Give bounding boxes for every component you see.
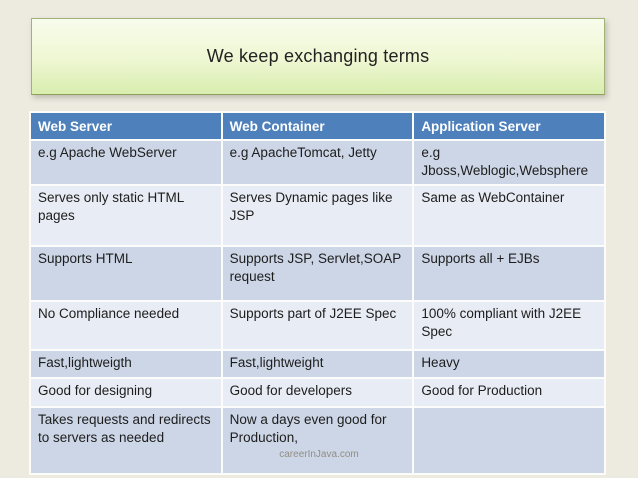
table-row: Serves only static HTML pages Serves Dyn… [31, 186, 604, 245]
table-row: Supports HTML Supports JSP, Servlet,SOAP… [31, 247, 604, 300]
table-cell: Supports part of J2EE Spec [222, 302, 413, 349]
slide-title: We keep exchanging terms [206, 46, 430, 66]
table-cell: Serves only static HTML pages [31, 186, 221, 245]
table-cell: Takes requests and redirects to servers … [31, 408, 221, 473]
table-row: Takes requests and redirects to servers … [31, 408, 604, 473]
comparison-table-container: Web Server Web Container Application Ser… [29, 111, 606, 475]
slide-footer: careerInJava.com [279, 449, 359, 460]
table-cell: Supports all + EJBs [414, 247, 604, 300]
table-cell [414, 408, 604, 473]
comparison-table: Web Server Web Container Application Ser… [29, 111, 606, 475]
table-cell: Fast,lightweigth [31, 351, 221, 377]
table-cell: e.g ApacheTomcat, Jetty [222, 141, 413, 184]
table-row: No Compliance needed Supports part of J2… [31, 302, 604, 349]
table-header-row: Web Server Web Container Application Ser… [31, 113, 604, 139]
table-cell: Good for Production [414, 379, 604, 406]
table-cell: Serves Dynamic pages like JSP [222, 186, 413, 245]
table-cell: Now a days even good for Production, [222, 408, 413, 473]
table-row: Good for designing Good for developers G… [31, 379, 604, 406]
table-row: Fast,lightweigth Fast,lightweight Heavy [31, 351, 604, 377]
column-header-application-server: Application Server [414, 113, 604, 139]
table-cell: Supports JSP, Servlet,SOAP request [222, 247, 413, 300]
table-cell: Good for developers [222, 379, 413, 406]
table-cell: e.g Jboss,Weblogic,Websphere [414, 141, 604, 184]
slide-title-box: We keep exchanging terms [31, 18, 605, 95]
table-cell: No Compliance needed [31, 302, 221, 349]
column-header-web-server: Web Server [31, 113, 221, 139]
table-cell: Supports HTML [31, 247, 221, 300]
table-cell: Fast,lightweight [222, 351, 413, 377]
table-cell: Good for designing [31, 379, 221, 406]
table-cell: e.g Apache WebServer [31, 141, 221, 184]
table-cell: 100% compliant with J2EE Spec [414, 302, 604, 349]
table-row: e.g Apache WebServer e.g ApacheTomcat, J… [31, 141, 604, 184]
table-cell: Heavy [414, 351, 604, 377]
table-cell: Same as WebContainer [414, 186, 604, 245]
column-header-web-container: Web Container [222, 113, 413, 139]
